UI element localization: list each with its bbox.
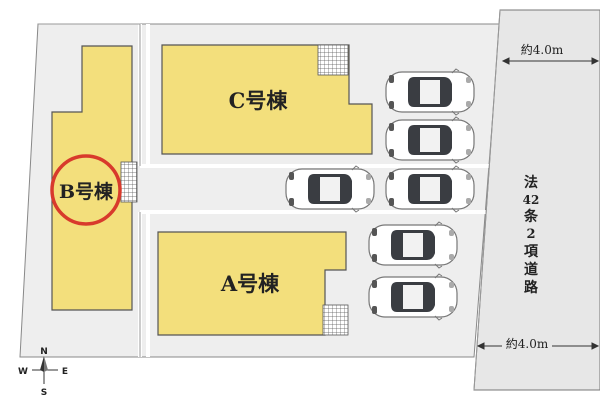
entrance-grid-icon [322, 304, 349, 336]
compass-w: W [18, 367, 28, 377]
car-icon [385, 165, 475, 213]
car-icon [368, 273, 458, 321]
road-width-bottom-label: 約4.0m [506, 336, 549, 351]
road-char: 条 [523, 208, 539, 225]
compass-s: S [41, 388, 47, 398]
highlight-circle [50, 154, 122, 226]
road-width-top [501, 57, 600, 65]
entrance-grid-icon [317, 44, 349, 76]
building-b-label: B号棟 [59, 180, 114, 203]
car-icon [285, 165, 375, 213]
building-c-label: C号棟 [229, 88, 289, 113]
road-width-top-label: 約4.0m [521, 42, 564, 57]
car-icon [385, 116, 475, 164]
compass-n: N [40, 347, 48, 357]
building-a [157, 231, 347, 336]
road-char: 2 [526, 227, 535, 242]
building-a-label: A号棟 [220, 271, 280, 296]
car-icon [368, 221, 458, 269]
compass-icon: N S E W [18, 347, 68, 398]
road-char: 路 [524, 279, 539, 296]
entrance-grid-icon [120, 161, 138, 203]
road-char: 道 [524, 261, 538, 278]
building-b [51, 45, 133, 311]
road-char: 42 [523, 193, 540, 207]
car-icon [385, 68, 475, 116]
road-label: 法 42 条 2 項 道 路 [523, 174, 540, 296]
road-char: 項 [524, 244, 539, 260]
road-char: 法 [524, 174, 538, 191]
compass-e: E [62, 367, 68, 377]
